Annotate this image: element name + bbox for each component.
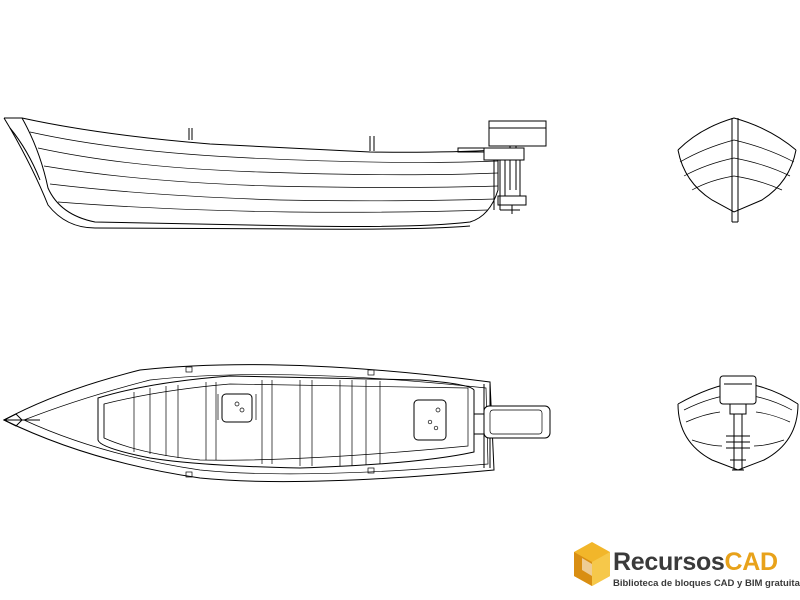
front-elevation-view <box>677 117 797 223</box>
rear-elevation-view <box>677 375 799 471</box>
side-elevation-view <box>3 117 547 230</box>
brand-tagline: Biblioteca de bloques CAD y BIM gratuita <box>613 578 800 589</box>
brand-name: RecursosCAD <box>613 548 778 576</box>
brand-part-2: CAD <box>724 548 779 576</box>
recursoscad-logo-icon <box>574 542 610 586</box>
plan-view <box>2 364 551 483</box>
brand-part-1: Recursos <box>613 548 725 576</box>
